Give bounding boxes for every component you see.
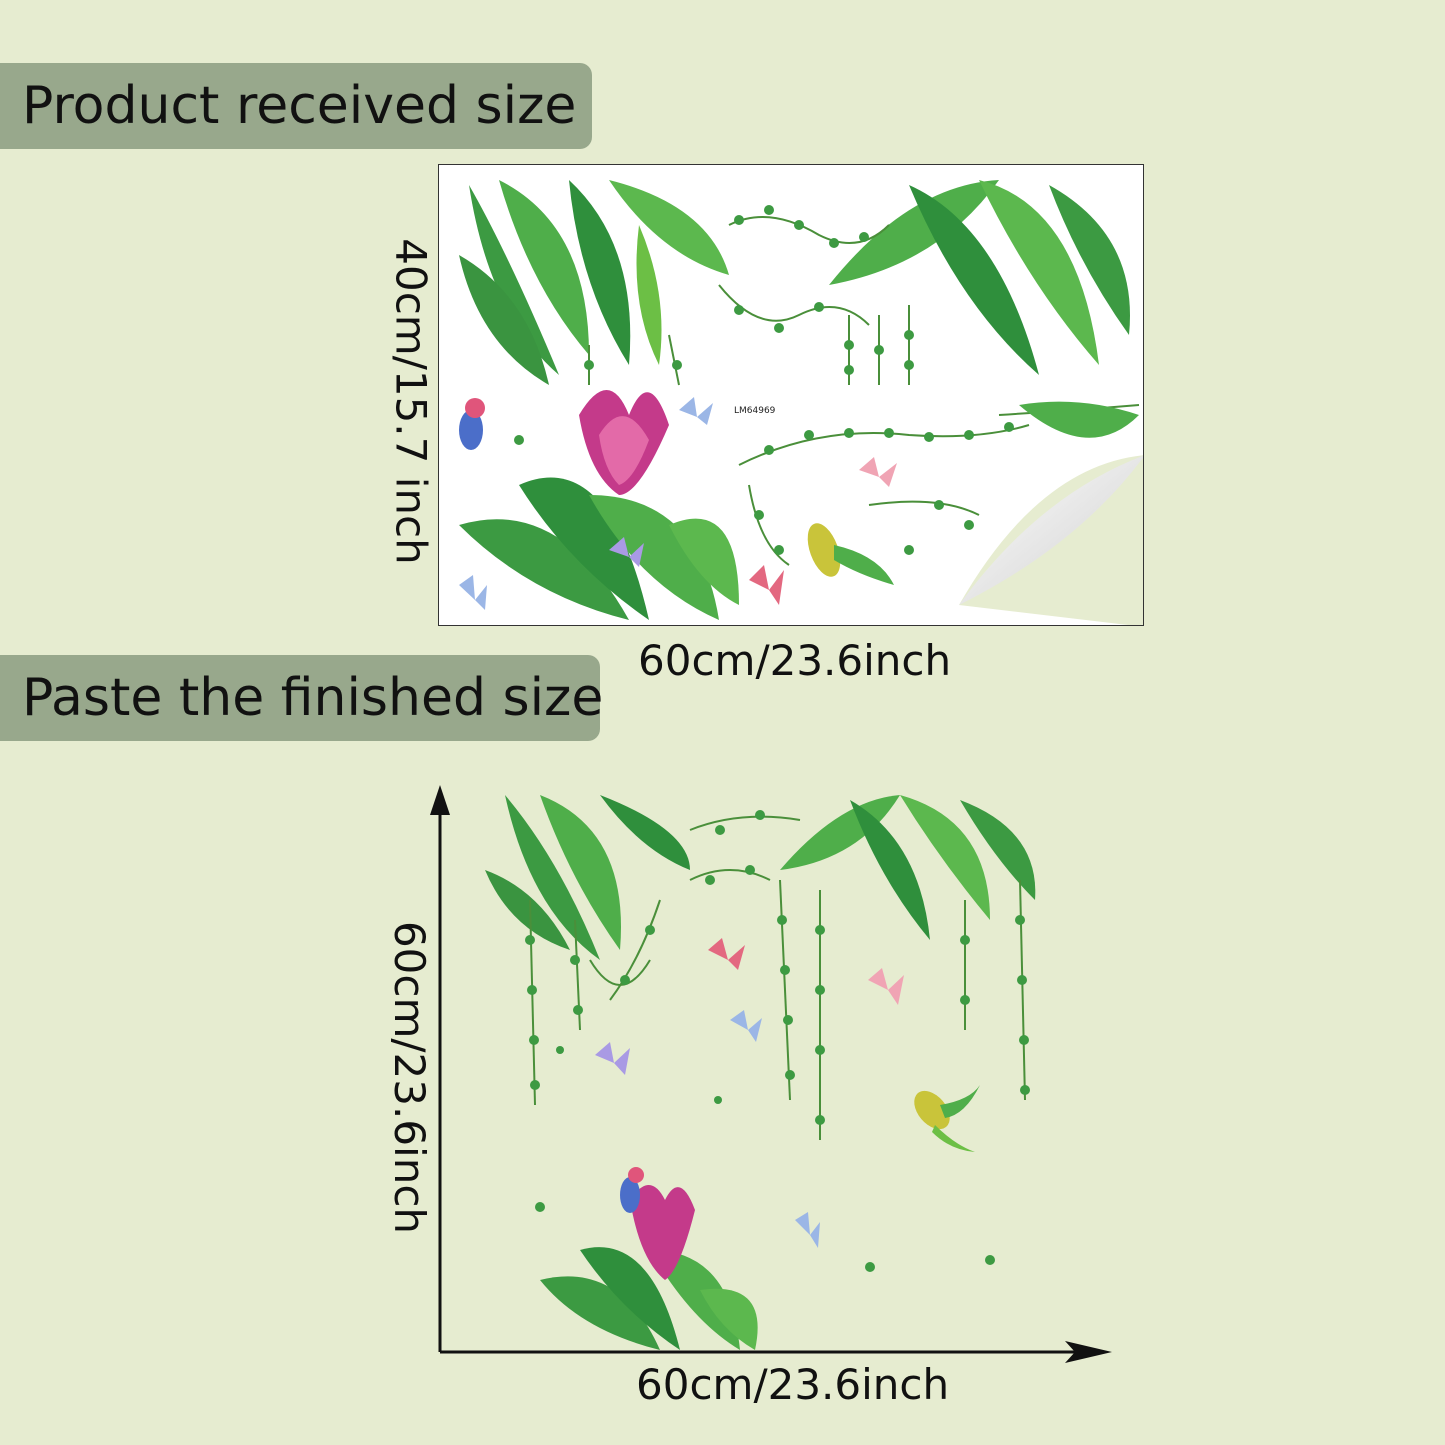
leaf-cluster-top-right (829, 180, 1130, 375)
sheet-peel-curl (959, 455, 1143, 605)
axis-arrow-right-icon (1065, 1341, 1112, 1363)
finished-parrot-green (914, 1085, 980, 1152)
parrot-green (807, 523, 894, 585)
received-width-label: 60cm/23.6inch (638, 636, 952, 685)
finished-vine-leaves (525, 810, 1030, 1272)
vine-leaves-top (584, 205, 914, 375)
finished-width-label: 60cm/23.6inch (636, 1360, 950, 1409)
received-size-heading: Product received size (0, 63, 592, 149)
parrot-pink-blue (459, 398, 485, 450)
axis-lines (430, 785, 1112, 1363)
finished-plant-bottom (540, 1167, 758, 1350)
butterflies (459, 397, 897, 610)
leaf-cluster-mid-right (1019, 401, 1139, 438)
finished-size-heading: Paste the finished size (0, 655, 603, 741)
axis-arrow-up-icon (430, 785, 450, 815)
leaf-cluster-top-left (459, 180, 729, 385)
leaf-cluster-bottom-left (459, 390, 739, 620)
finished-foliage-top (485, 795, 1036, 960)
finished-height-label: 60cm/23.6inch (385, 920, 434, 1235)
sticker-sheet-artwork (459, 180, 1143, 625)
finished-butterflies (595, 938, 904, 1248)
sticker-sheet: LM64969 (438, 164, 1144, 626)
sheet-code: LM64969 (734, 406, 776, 416)
